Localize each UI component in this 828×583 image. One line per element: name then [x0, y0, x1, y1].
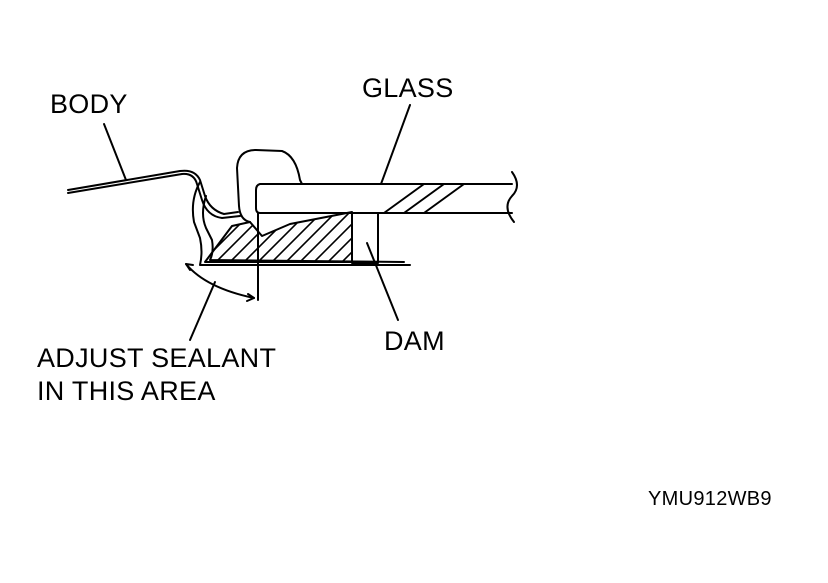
body-panel-outer: [67, 169, 239, 215]
adjust-sealant-leader: [189, 281, 216, 341]
body-leader: [103, 123, 127, 181]
body-label: BODY: [50, 89, 128, 119]
dimension-arrow-right: [246, 293, 255, 302]
adjust-sealant-label-line2: IN THIS AREA: [37, 376, 216, 406]
molding-clip: [236, 149, 303, 223]
dam-block: [351, 212, 379, 264]
glass-edge-hatch-2: [403, 183, 445, 214]
glass-leader: [380, 104, 411, 185]
glass-break-line: [506, 171, 518, 223]
dam-label: DAM: [384, 326, 445, 356]
glass-edge-hatch-3: [423, 183, 465, 214]
glass-edge-hatch-1: [383, 183, 425, 214]
dimension-arrow-left: [185, 263, 194, 271]
dam-leader: [366, 242, 399, 321]
body-panel-inner: [67, 172, 241, 219]
glass-pane: [255, 183, 513, 214]
body-flange-inner: [202, 195, 405, 263]
dimension-arc: [185, 263, 255, 299]
glass-label: GLASS: [362, 73, 454, 103]
body-flange-outer: [191, 181, 411, 266]
adjust-sealant-label-line1: ADJUST SEALANT: [37, 343, 277, 373]
figure-code: YMU912WB9: [648, 488, 772, 510]
